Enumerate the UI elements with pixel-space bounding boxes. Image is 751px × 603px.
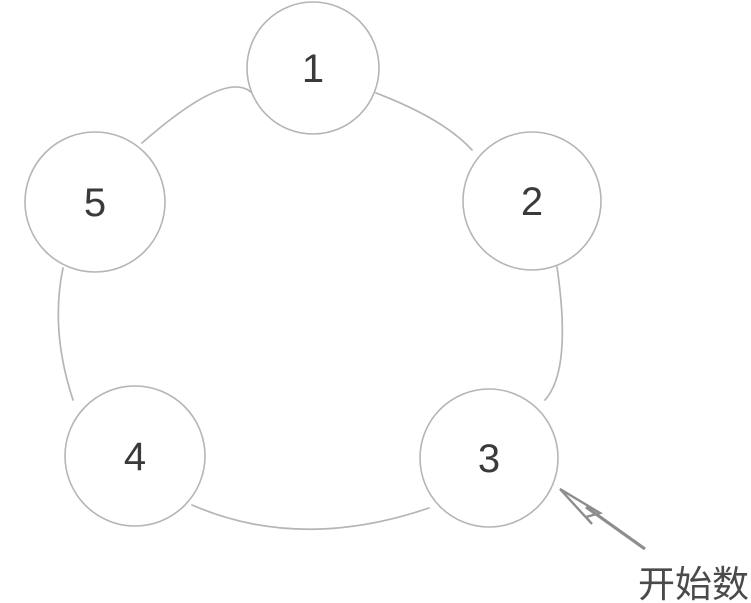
- node-4-label: 4: [124, 435, 146, 479]
- arc-node3-to-node4: [191, 504, 430, 531]
- node-1-label: 1: [302, 47, 324, 91]
- node-3[interactable]: 3: [419, 388, 559, 528]
- arc-node1-to-node2: [375, 92, 473, 151]
- node-5-label: 5: [84, 181, 106, 225]
- node-4-circle[interactable]: [64, 385, 206, 527]
- connection-arcs: [57, 86, 564, 531]
- start-annotation: 开始数: [559, 487, 749, 603]
- node-1-circle[interactable]: [246, 1, 380, 135]
- node-3-label: 3: [478, 437, 500, 481]
- node-2-circle[interactable]: [462, 131, 602, 271]
- annotation-label: 开始数: [638, 563, 749, 603]
- arc-node5-to-node1: [141, 86, 252, 144]
- annotation-arrowhead-icon: [559, 487, 603, 525]
- node-2-label: 2: [521, 180, 543, 224]
- node-5[interactable]: 5: [24, 131, 166, 273]
- node-2[interactable]: 2: [462, 131, 602, 271]
- node-4[interactable]: 4: [64, 385, 206, 527]
- node-5-circle[interactable]: [24, 131, 166, 273]
- arc-node4-to-node5: [57, 267, 74, 401]
- node-1[interactable]: 1: [246, 1, 380, 135]
- node-3-circle[interactable]: [419, 388, 559, 528]
- arc-node2-to-node3: [544, 266, 564, 401]
